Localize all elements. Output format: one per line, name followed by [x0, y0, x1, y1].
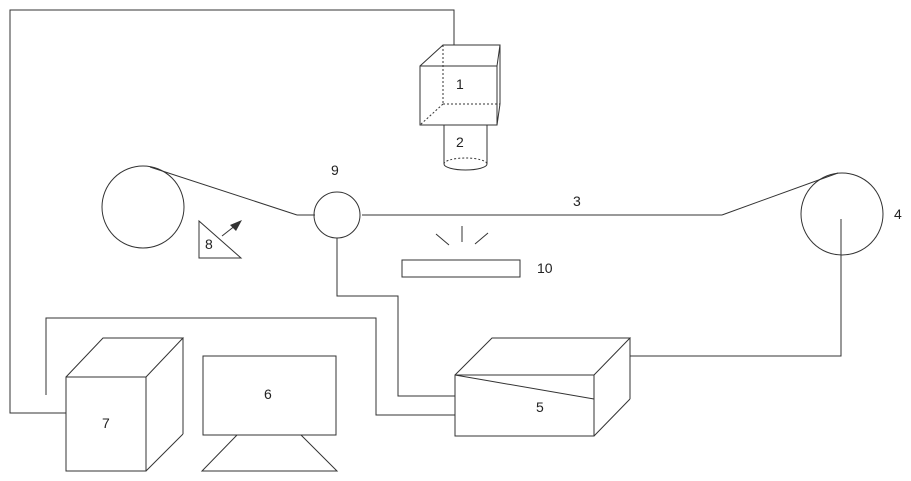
label-monitor: 6 [264, 386, 272, 402]
monitor: 6 [202, 356, 337, 471]
light-source: 10 [402, 226, 553, 277]
label-right-roller: 4 [894, 206, 902, 222]
label-guide-wheel: 9 [331, 162, 339, 178]
camera-lens: 2 [444, 125, 487, 170]
left-roller [102, 166, 184, 248]
computer: 7 [66, 338, 183, 471]
camera-body: 1 [420, 45, 500, 125]
wire-path: 3 [150, 167, 838, 215]
right-roller: 4 [801, 173, 902, 255]
guide-wheel: 9 [314, 162, 360, 238]
label-sensor: 8 [205, 236, 213, 252]
label-wire: 3 [573, 193, 581, 209]
label-camera-body: 1 [456, 76, 464, 92]
controller-box: 5 [455, 338, 630, 436]
label-lens: 2 [456, 134, 464, 150]
label-light-source: 10 [537, 260, 553, 276]
label-controller-box: 5 [536, 399, 544, 415]
connection-lines [10, 10, 841, 415]
label-computer: 7 [102, 415, 110, 431]
sensor: 8 [199, 220, 242, 258]
